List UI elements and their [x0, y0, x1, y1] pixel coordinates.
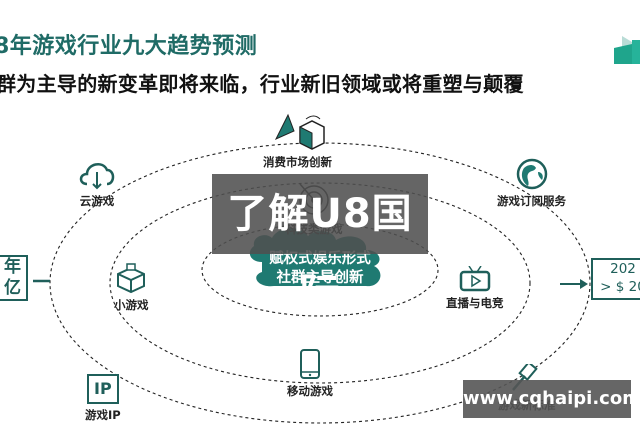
center-line-1: 赋权式娱乐形式: [236, 250, 404, 269]
globe-icon: [516, 158, 547, 190]
node-mobile-games[interactable]: 移动游戏: [287, 348, 333, 399]
building-block-icon: [117, 263, 146, 294]
smartphone-icon: [300, 349, 320, 379]
cloud-download-icon: [79, 162, 115, 190]
left-market-box: 年 亿: [0, 255, 28, 301]
shapes-cube-icon: [274, 113, 325, 150]
node-subscription[interactable]: 游戏订阅服务: [497, 158, 566, 209]
center-line-2: 社群主导创新: [236, 269, 404, 288]
node-mini-games[interactable]: 小游戏: [114, 262, 149, 313]
watermark-url: www.cqhaipi.com: [463, 380, 640, 418]
node-cloud-gaming[interactable]: 云游戏: [77, 158, 117, 209]
page-subtitle: 群为主导的新变革即将来临，行业新旧领域或将重塑与颠覆: [0, 72, 524, 96]
watermark-overlay: 了解U8国际: [212, 174, 428, 317]
page-title: 8年游戏行业九大趋势预测: [0, 34, 258, 59]
brand-logo-icon: [614, 36, 640, 64]
ip-badge-icon: IP: [86, 374, 119, 404]
node-live-esports[interactable]: 直播与电竞: [446, 266, 504, 311]
right-forecast-box: 202 > $ 20: [591, 258, 640, 300]
center-theme: 赋权式娱乐形式 社群主导创新: [236, 250, 404, 288]
node-game-ip[interactable]: IP 游戏IP: [85, 374, 121, 423]
tv-play-icon: [459, 266, 490, 292]
node-consumer-market[interactable]: 消费市场创新: [263, 113, 332, 170]
